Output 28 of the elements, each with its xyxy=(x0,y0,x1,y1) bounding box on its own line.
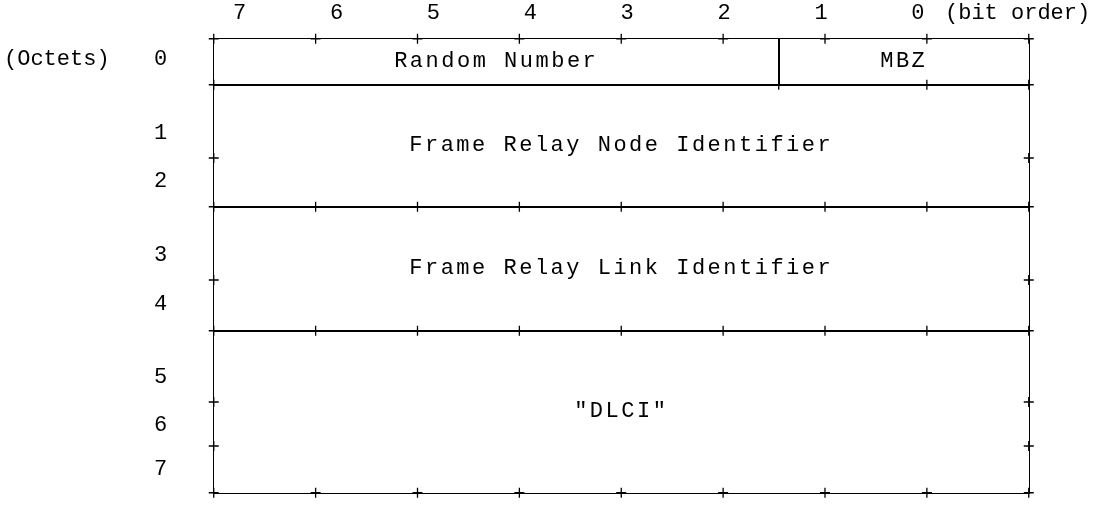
octet-number: 2 xyxy=(154,170,168,194)
field-name: Random Number xyxy=(394,49,599,75)
bit-number: 6 xyxy=(329,2,344,26)
bit-number: 3 xyxy=(620,2,634,26)
bit-number: 7 xyxy=(233,2,247,26)
bit-number: 0 xyxy=(911,2,925,26)
axis-label: (bit order) xyxy=(945,2,1091,26)
octet-number: 0 xyxy=(154,48,168,72)
field-box xyxy=(213,330,1030,494)
octet-number: 4 xyxy=(154,293,168,317)
field-name: "DLCI" xyxy=(574,399,669,425)
octet-number: 7 xyxy=(154,458,168,482)
field-name: MBZ xyxy=(880,49,928,75)
field-box xyxy=(778,38,1030,86)
field-name: Frame Relay Node Identifier xyxy=(409,133,834,159)
field-box xyxy=(213,206,1030,332)
field-box xyxy=(213,84,1030,208)
field-name: Frame Relay Link Identifier xyxy=(409,256,834,282)
octet-number: 3 xyxy=(154,244,168,268)
bit-number: 4 xyxy=(523,2,537,26)
octet-number: 5 xyxy=(154,366,168,390)
field-box xyxy=(213,38,780,86)
bit-number: 5 xyxy=(426,2,440,26)
bit-number: 2 xyxy=(717,2,731,26)
bit-number: 1 xyxy=(814,2,828,26)
octet-number: 6 xyxy=(154,414,168,438)
octet-number: 1 xyxy=(154,122,168,146)
axis-label: (Octets) xyxy=(4,48,110,72)
